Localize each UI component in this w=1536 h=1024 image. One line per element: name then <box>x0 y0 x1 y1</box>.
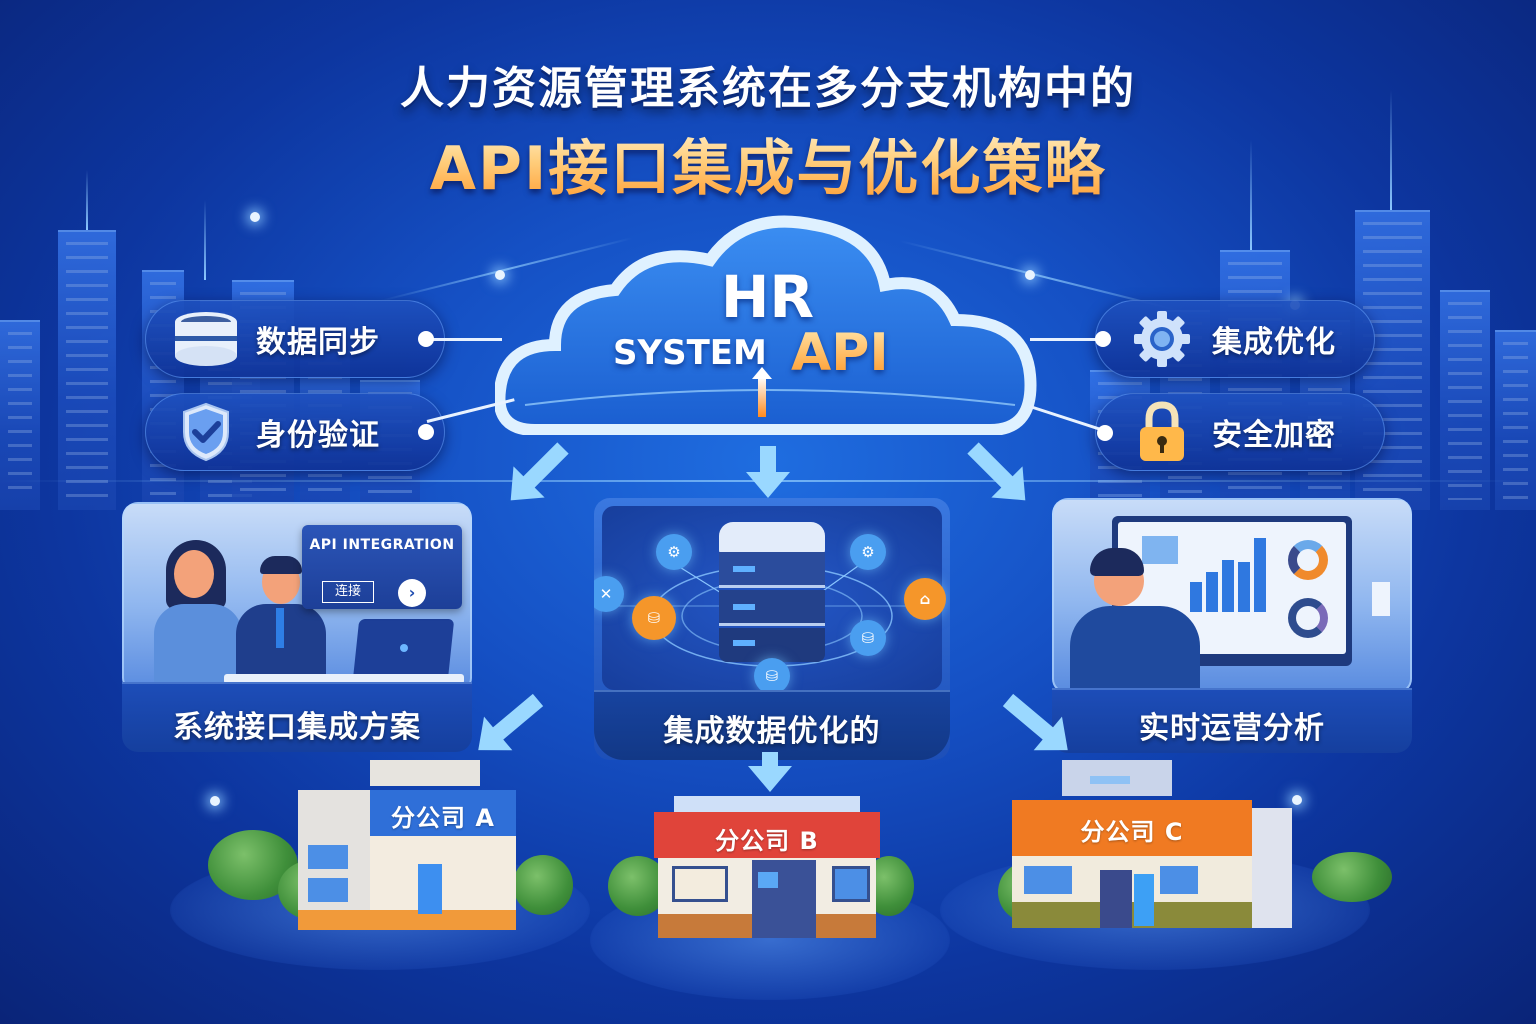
arrow-bidirectional-icon <box>1002 693 1057 743</box>
branch-sign: 分公司 A <box>391 804 495 832</box>
caption-band <box>594 690 950 760</box>
donut-chart-icon <box>1288 540 1328 580</box>
cloud-hr-text: HR <box>720 263 815 331</box>
connector-dot <box>1095 331 1111 347</box>
glow-dot <box>495 270 505 280</box>
network-node-icon: ⚙ <box>850 534 886 570</box>
feature-integration-opt[interactable]: 集成优化 <box>1095 300 1375 378</box>
network-node-icon: ⌂ <box>904 578 946 620</box>
branch-sign: 分公司 B <box>715 827 819 855</box>
cloud-system-text: SYSTEM <box>613 333 767 373</box>
panel-operations-analysis: 实时运营分析 <box>1052 498 1412 753</box>
arrow-down-icon <box>748 752 792 792</box>
arrow-bidirectional-icon <box>489 693 544 743</box>
cloud-api-text: API <box>791 323 889 383</box>
network-node-icon: ⚙ <box>656 534 692 570</box>
panel-data-optimization: ⚙ ✕ ⛁ ⚙ ⌂ ⛁ ⛁ 集成数据优化的 <box>594 498 950 760</box>
feature-label: 数据同步 <box>256 325 380 360</box>
two-people-at-laptop-illustration: API INTEGRATION 连接 › <box>122 502 472 694</box>
feature-label: 身份验证 <box>256 418 380 453</box>
network-node-icon: ⛁ <box>850 620 886 656</box>
tree-icon <box>1312 852 1392 902</box>
feature-label: 集成优化 <box>1212 325 1336 360</box>
server-icon <box>719 522 825 662</box>
page-title-line-2: API接口集成与优化策略 <box>0 120 1536 207</box>
network-node-icon: ⛁ <box>632 596 676 640</box>
hr-system-api-cloud: HR SYSTEM API <box>495 205 1040 435</box>
database-icon <box>170 307 242 371</box>
chevron-right-icon[interactable]: › <box>398 579 426 607</box>
connector-line <box>1029 405 1105 433</box>
api-connect-button[interactable]: 连接 <box>322 581 374 603</box>
panel-caption: 系统接口集成方案 <box>173 710 421 745</box>
connector-line <box>427 338 502 341</box>
api-integration-board: API INTEGRATION 连接 › <box>302 525 462 609</box>
branch-b-building[interactable]: 分公司 B <box>608 796 914 938</box>
tree-icon <box>513 855 573 915</box>
page-title-line-1: 人力资源管理系统在多分支机构中的 <box>400 63 1136 114</box>
branch-c-building[interactable]: 分公司 C <box>998 752 1392 928</box>
glow-dot <box>1292 795 1302 805</box>
shield-check-icon <box>170 400 242 464</box>
caption-band <box>122 682 472 752</box>
feature-security-enc[interactable]: 安全加密 <box>1095 393 1385 471</box>
glow-dot <box>250 212 260 222</box>
donut-chart-icon <box>1288 598 1328 638</box>
api-board-title: API INTEGRATION <box>309 537 455 553</box>
arrow-down-left-icon <box>520 442 569 491</box>
cloud-icon <box>495 215 1037 435</box>
arrow-down-icon <box>746 446 790 498</box>
connector-dot <box>1097 425 1113 441</box>
analyst-at-dashboard-illustration <box>1052 498 1412 696</box>
branch-a-building[interactable]: 分公司 A <box>208 760 573 930</box>
arrow-down-right-icon <box>967 442 1016 491</box>
panel-caption: 实时运营分析 <box>1139 711 1325 746</box>
padlock-icon <box>1126 400 1198 464</box>
caption-band <box>1052 688 1412 753</box>
network-node-icon: ⛁ <box>754 658 790 694</box>
connector-dot <box>418 331 434 347</box>
feature-label: 安全加密 <box>1212 418 1336 453</box>
feature-auth[interactable]: 身份验证 <box>145 393 445 471</box>
glow-dot <box>210 796 220 806</box>
branch-sign: 分公司 C <box>1080 818 1184 846</box>
panel-integration-solution: API INTEGRATION 连接 › 系统接口集成方案 <box>122 502 472 752</box>
connector-dot <box>418 424 434 440</box>
gear-icon <box>1126 307 1198 371</box>
connector-line <box>1030 338 1105 341</box>
upload-arrow-icon <box>752 367 772 417</box>
panel-caption: 集成数据优化的 <box>663 714 881 749</box>
glow-dot <box>1025 270 1035 280</box>
feature-data-sync[interactable]: 数据同步 <box>145 300 445 378</box>
network-node-icon: ✕ <box>594 576 624 612</box>
